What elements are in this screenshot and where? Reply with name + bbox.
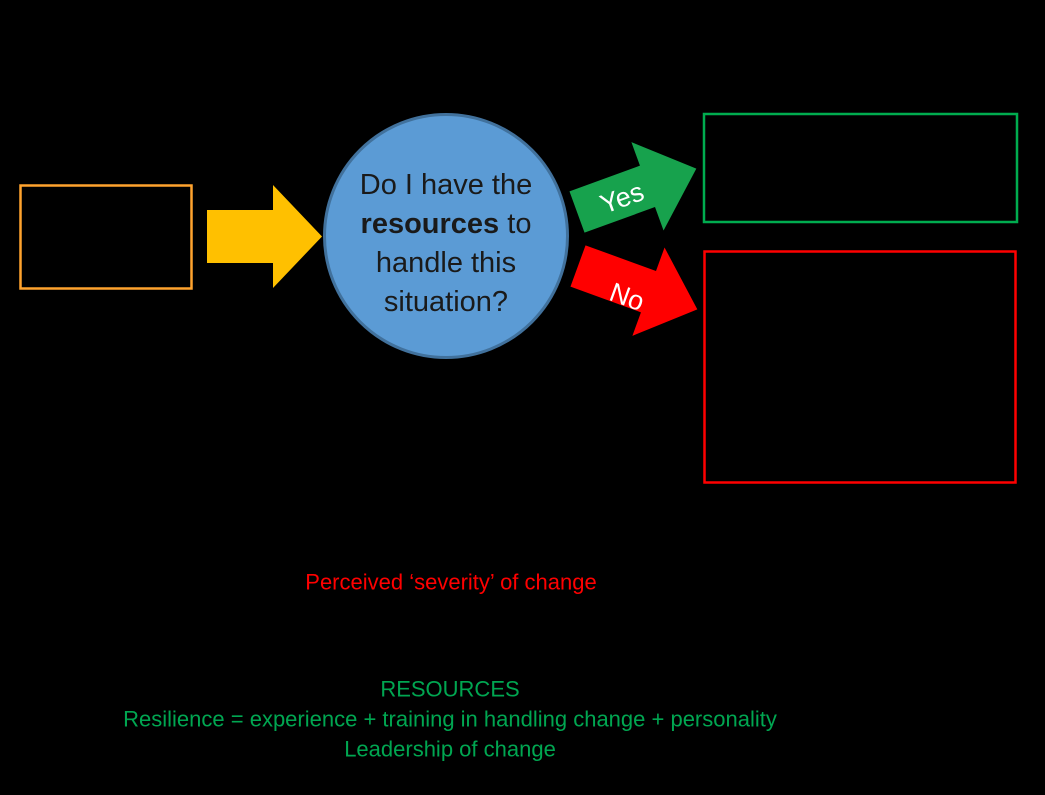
resources-note-line-3: Leadership of change xyxy=(344,737,556,762)
resources-note: RESOURCES Resilience = experience + trai… xyxy=(123,677,777,762)
no-arrow xyxy=(570,245,698,336)
red-outcome-box xyxy=(703,250,1017,484)
flow-arrow xyxy=(207,185,322,288)
decision-line-3: handle this xyxy=(376,247,516,279)
decision-line-2-rest: to xyxy=(499,208,531,240)
resources-note-line-2: Resilience = experience + training in ha… xyxy=(123,707,777,732)
severity-note: Perceived ‘severity’ of change xyxy=(305,570,596,595)
decision-line-2: resources to xyxy=(361,208,532,240)
decision-line-2-bold: resources xyxy=(361,208,500,240)
decision-circle-text: Do I have the resources to handle this s… xyxy=(360,169,533,318)
yes-arrow xyxy=(569,142,697,233)
resources-note-line-1: RESOURCES xyxy=(380,677,519,702)
decision-circle xyxy=(323,113,569,359)
green-outcome-box xyxy=(702,112,1019,224)
orange-input-box xyxy=(19,184,193,290)
decision-line-1: Do I have the xyxy=(360,169,533,201)
decision-line-4: situation? xyxy=(384,286,508,318)
